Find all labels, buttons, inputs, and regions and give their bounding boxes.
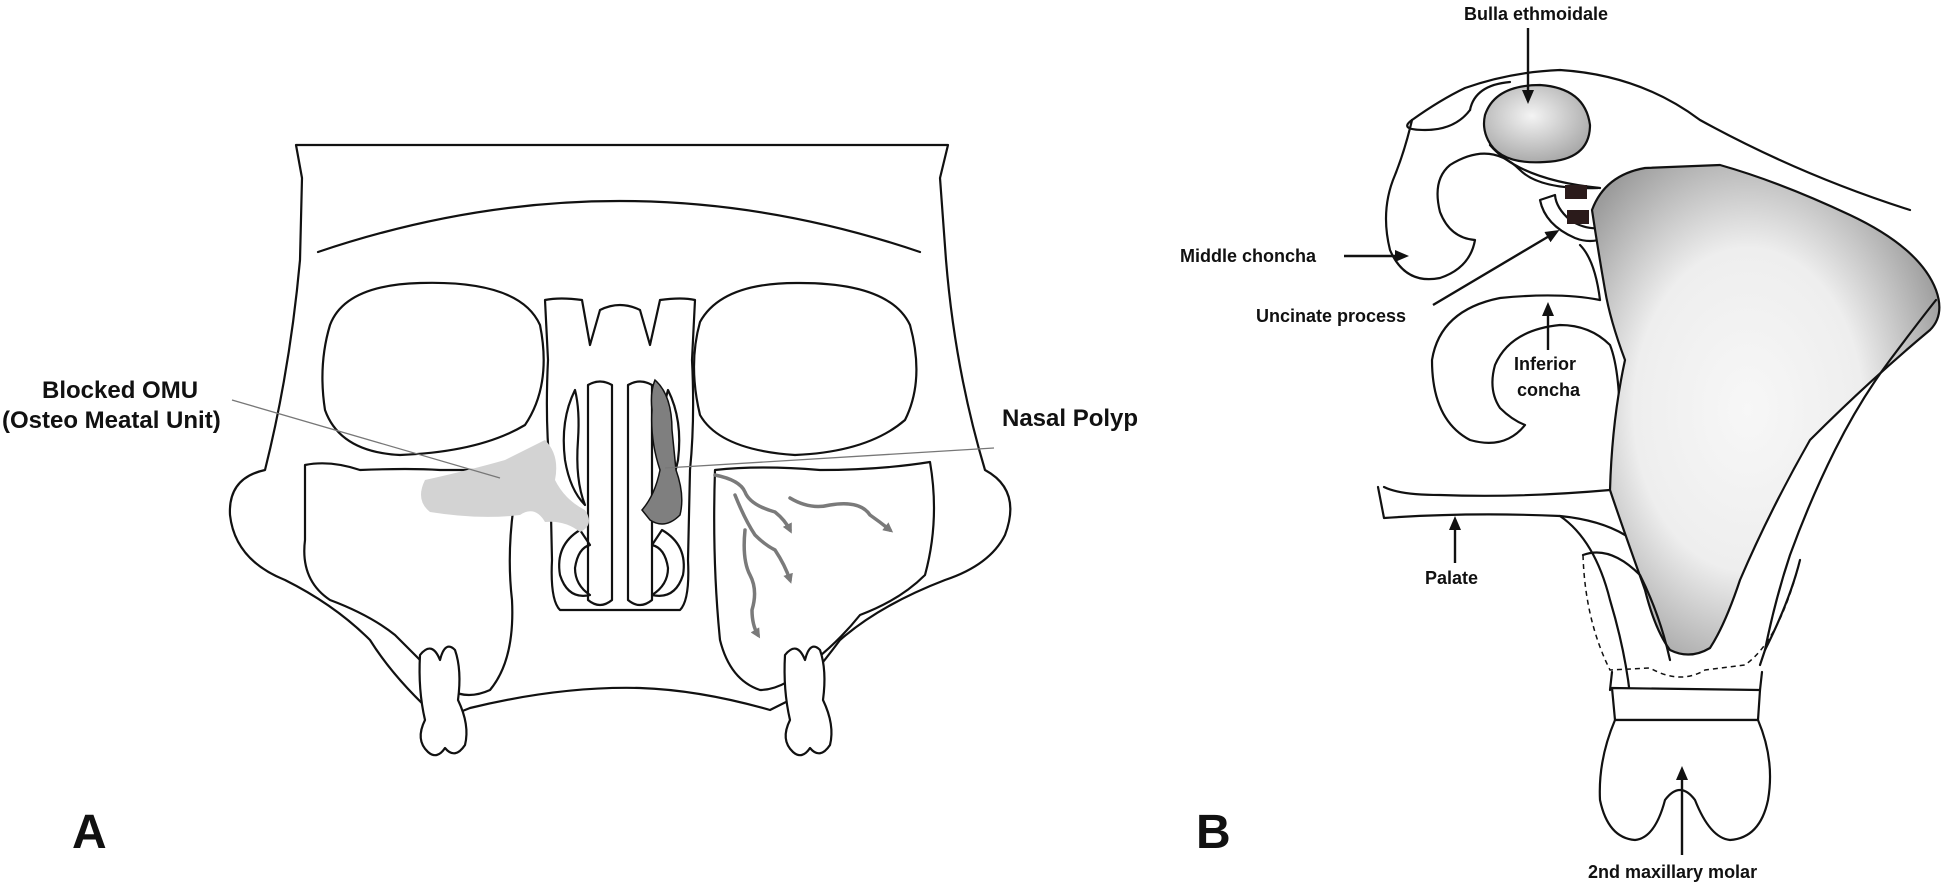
flow-arrow-4 bbox=[788, 496, 894, 533]
nasal-polyp-label: Nasal Polyp bbox=[1002, 405, 1138, 432]
alveolus-dashed bbox=[1582, 554, 1801, 678]
palate bbox=[1376, 485, 1627, 537]
molar-line-top bbox=[1608, 670, 1614, 692]
septum-right bbox=[626, 380, 654, 607]
upper-left-curl-2 bbox=[1468, 80, 1512, 112]
inferior-label-1: Inferior bbox=[1514, 354, 1576, 374]
inferior-concha bbox=[1430, 294, 1622, 492]
blocked-omu-region bbox=[421, 440, 589, 532]
panel-a-letter: A bbox=[72, 806, 107, 859]
brow-arc bbox=[316, 199, 922, 254]
ostium-bar-2 bbox=[1567, 210, 1589, 224]
omu-leader bbox=[231, 399, 501, 479]
blocked-omu-label-1: Blocked OMU bbox=[42, 377, 198, 404]
left-middle-turbinate bbox=[562, 388, 587, 507]
inferior-label-2: concha bbox=[1517, 380, 1581, 400]
right-inferior-turbinate bbox=[650, 528, 685, 597]
molar-body bbox=[1598, 718, 1772, 842]
molar-line-top-r bbox=[1758, 670, 1764, 692]
polyp-leader bbox=[664, 447, 995, 469]
bulla-label: Bulla ethmoidale bbox=[1464, 4, 1608, 24]
maxillary-sinus bbox=[1590, 163, 1941, 656]
panel-a-skull: Blocked OMU (Osteo Meatal Unit) Nasal Po… bbox=[2, 143, 1138, 859]
nasal-polyp-region bbox=[641, 378, 683, 525]
left-inferior-turbinate bbox=[558, 528, 592, 597]
left-orbit bbox=[321, 281, 545, 457]
left-tooth bbox=[418, 645, 468, 757]
uncinate-arrow bbox=[1432, 229, 1560, 307]
palate-lower bbox=[1558, 514, 1632, 697]
palate-label: Palate bbox=[1425, 568, 1478, 588]
middle-choncha-label: Middle choncha bbox=[1180, 246, 1317, 266]
flow-arrow-3 bbox=[742, 528, 761, 639]
septum-left bbox=[586, 380, 614, 607]
ostium-bar-1 bbox=[1565, 185, 1587, 199]
right-maxilla bbox=[713, 460, 936, 692]
panel-b-letter: B bbox=[1196, 806, 1231, 859]
left-maxilla bbox=[303, 462, 522, 697]
molar-label: 2nd maxillary molar bbox=[1588, 862, 1757, 882]
lateral-wall bbox=[1578, 243, 1602, 302]
flow-arrow-1 bbox=[713, 473, 792, 534]
upper-left-curl bbox=[1406, 108, 1472, 132]
panel-b-section: Bulla ethmoidale Middle choncha Uncinate… bbox=[1180, 4, 1941, 882]
flow-arrow-2 bbox=[733, 493, 793, 584]
right-orbit bbox=[692, 281, 918, 457]
right-tooth bbox=[783, 645, 833, 757]
uncinate-label: Uncinate process bbox=[1256, 306, 1406, 326]
molar-crown bbox=[1610, 686, 1762, 722]
tooth-root-right bbox=[1763, 558, 1802, 652]
outer-lateral bbox=[1758, 298, 1938, 667]
bulla-ethmoidale bbox=[1482, 83, 1592, 164]
blocked-omu-label-2: (Osteo Meatal Unit) bbox=[2, 407, 221, 434]
palate-top bbox=[1382, 485, 1612, 497]
tooth-root-left bbox=[1581, 551, 1672, 662]
skull-outline bbox=[228, 143, 1012, 722]
roof-curve bbox=[1410, 68, 1912, 212]
